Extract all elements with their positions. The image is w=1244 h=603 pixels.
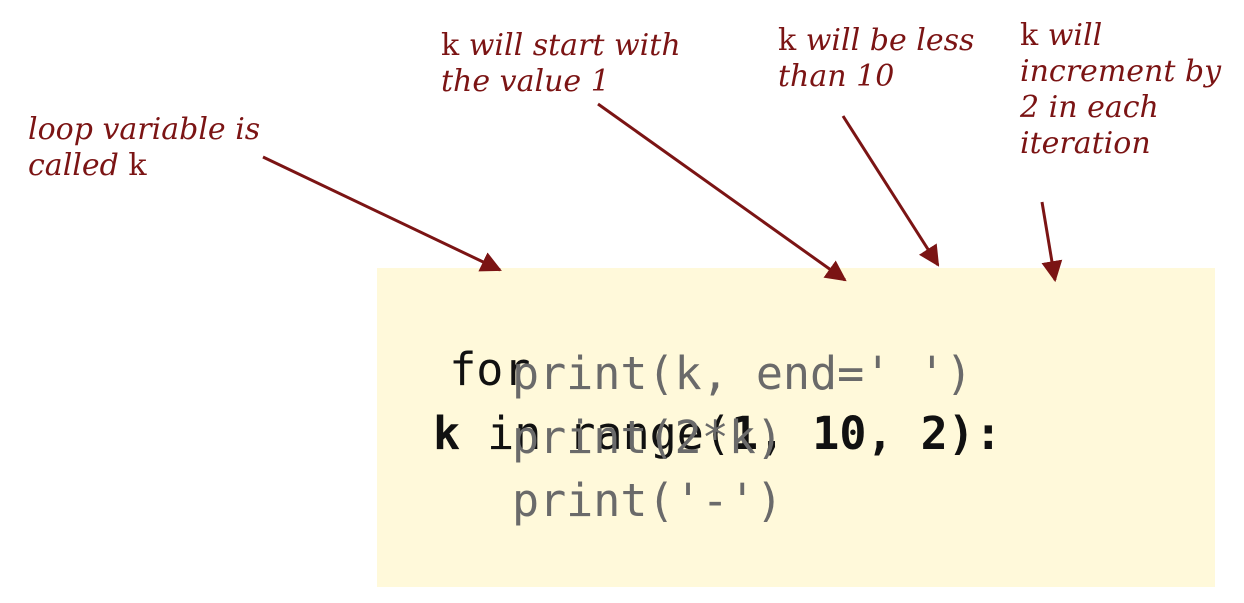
- code-close: ):: [947, 407, 1002, 460]
- arrow-stop-value: [841, 115, 940, 267]
- annotation-line: k will be less: [778, 23, 974, 59]
- annotation-loop-variable: loop variable is called k: [28, 112, 260, 184]
- code-function-range: range(: [568, 407, 731, 460]
- annotation-text: will be less: [805, 23, 975, 58]
- annotation-line: the value 1: [441, 64, 610, 99]
- annotation-line: iteration: [1020, 126, 1151, 161]
- annotation-step-value: k will increment by 2 in each iteration: [1020, 18, 1221, 162]
- annotation-var: k: [778, 23, 797, 58]
- code-line-print-2k: print(2*k): [512, 411, 783, 464]
- annotation-line: 2 in each: [1020, 90, 1159, 125]
- annotation-text: will: [1047, 18, 1103, 53]
- annotation-line: k will: [1020, 18, 1221, 54]
- code-loop-variable: k: [432, 407, 461, 460]
- code-arg-step: 2: [920, 407, 948, 460]
- annotation-line: than 10: [778, 59, 895, 94]
- annotation-line: called k: [28, 148, 260, 184]
- annotation-line: loop variable is: [28, 112, 261, 147]
- arrow-loop-variable: [262, 155, 502, 272]
- annotation-text: called: [28, 148, 119, 183]
- arrow-start-value: [597, 102, 847, 282]
- arrow-step-value: [1040, 201, 1063, 283]
- annotation-var: k: [441, 28, 460, 63]
- annotation-var: k: [1020, 18, 1039, 53]
- code-keyword-for: for: [449, 343, 531, 396]
- annotation-line: k will start with: [441, 28, 681, 64]
- code-arg-stop: 10,: [812, 407, 921, 460]
- annotation-text: will start with: [468, 28, 681, 63]
- code-arg-start: 1,: [730, 407, 813, 460]
- code-keyword-in: in: [460, 407, 569, 460]
- annotation-var: k: [128, 148, 147, 183]
- code-line-print-dash: print('-'): [512, 474, 783, 527]
- annotation-stop-value: k will be less than 10: [778, 23, 974, 95]
- annotation-line: increment by: [1020, 54, 1222, 89]
- code-line-for: for k in range(1, 10, 2):: [395, 274, 1002, 466]
- code-block: [377, 268, 1215, 587]
- annotation-start-value: k will start with the value 1: [441, 28, 681, 100]
- code-line-print-k: print(k, end=' '): [512, 347, 973, 400]
